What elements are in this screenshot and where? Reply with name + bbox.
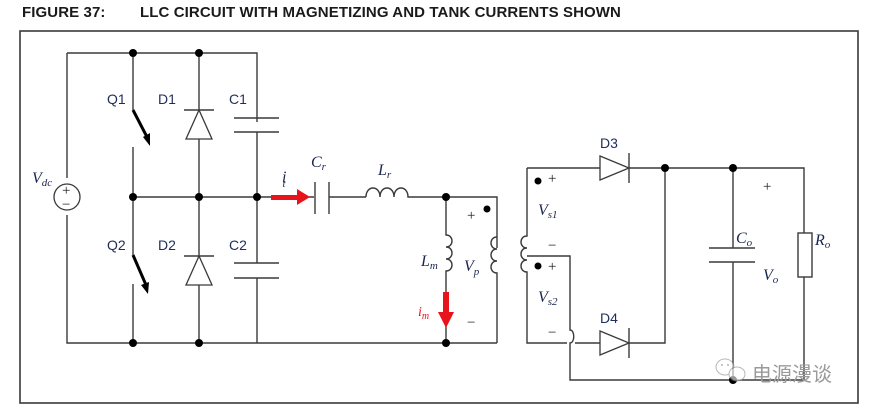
secondary2-voltage-label: Vs2 [538,289,558,308]
resonant-inductor-label: Lr [377,162,392,181]
source-label: Vdc [32,170,52,189]
output-voltage-label: Vo [763,267,779,286]
diode-d3: D3 [527,135,805,233]
load-resistor: Ro [733,232,831,381]
tank-current-arrow: it [271,169,310,205]
magnetizing-inductor: Lm [420,197,453,343]
figure-frame [19,30,859,404]
capacitor-c1: C1 [229,91,279,197]
load-resistor-label: Ro [814,232,831,251]
magnetizing-current-arrow: im [418,292,454,328]
diode-d2: D2 [158,197,214,343]
source-minus-sign: − [62,197,70,213]
capacitor-c1-label: C1 [229,91,247,107]
dc-voltage-source: + − Vdc [32,170,81,213]
switch-q2-label: Q2 [107,237,126,253]
secondary1-plus-sign: + [548,171,556,187]
transformer-secondary: + − + − Vs1 Vs2 [520,168,736,381]
magnetizing-current-label: im [418,305,429,322]
output-capacitor: Co Vo + [709,168,779,380]
watermark-text: 电源漫谈 [752,362,832,386]
figure-number: FIGURE 37: [22,4,106,21]
diode-d2-label: D2 [158,237,176,253]
capacitor-c2: C2 [229,197,279,343]
figure-caption: FIGURE 37: LLC CIRCUIT WITH MAGNETIZING A… [22,4,621,21]
figure-title: LLC CIRCUIT WITH MAGNETIZING AND TANK CU… [140,4,621,21]
secondary1-minus-sign: − [548,238,556,254]
primary-plus-sign: + [467,208,475,224]
resonant-capacitor-label: Cr [311,154,327,173]
output-capacitor-label: Co [736,230,753,249]
primary-voltage-label: Vp [464,258,480,278]
wechat-icon [715,358,746,382]
switch-q2: Q2 [107,197,149,343]
secondary1-voltage-label: Vs1 [538,202,558,221]
diode-d1: D1 [158,53,214,197]
primary-minus-sign: − [467,315,475,331]
secondary2-plus-sign: + [548,259,556,275]
watermark: 电源漫谈 [715,358,832,386]
transformer-primary: + − Vp [464,205,498,343]
junction-dots [129,49,737,384]
magnetizing-inductor-label: Lm [420,253,438,272]
diode-d4: D4 [575,168,666,358]
source-plus-sign: + [62,183,70,199]
resonant-inductor: Lr [365,162,498,248]
secondary2-minus-sign: − [548,325,556,341]
tank-current-label: it [282,169,286,190]
switch-q1-label: Q1 [107,91,126,107]
switch-q1: Q1 [107,53,150,197]
diode-d1-label: D1 [158,91,176,107]
capacitor-c2-label: C2 [229,237,247,253]
diode-d3-label: D3 [600,135,618,151]
resonant-capacitor: Cr [311,154,366,214]
output-plus-sign: + [763,179,771,195]
diode-d4-label: D4 [600,310,618,326]
